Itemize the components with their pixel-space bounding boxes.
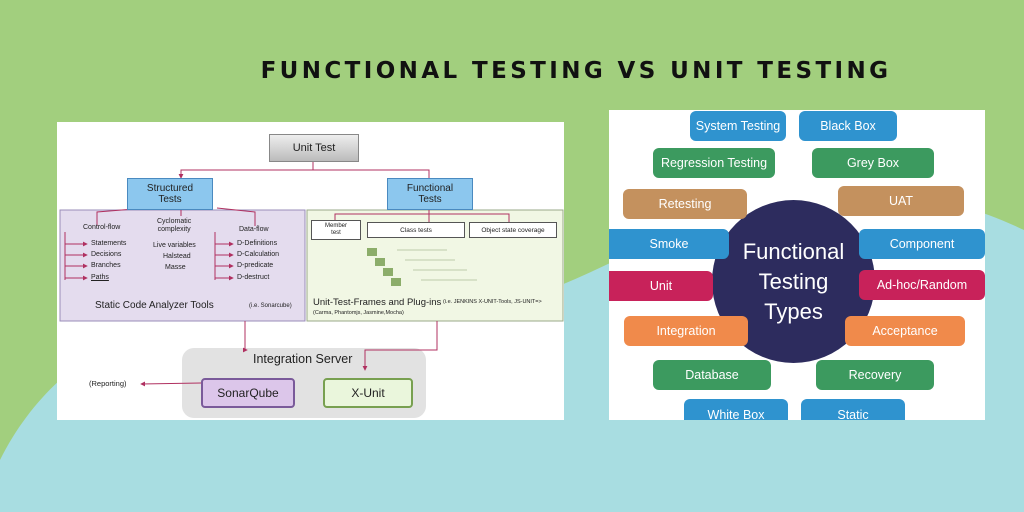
pill-static: Static <box>801 399 905 420</box>
control-flow-item: Statements <box>91 240 127 247</box>
unit-test-box: Unit Test <box>269 134 359 162</box>
object-state-box: Object state coverage <box>469 222 557 238</box>
pill-label: Static <box>837 408 869 420</box>
pill-label: Smoke <box>649 237 689 251</box>
structured-tests-label: Structured Tests <box>146 183 194 205</box>
pill-system-testing: System Testing <box>690 111 786 141</box>
pill-label: Integration <box>656 324 716 338</box>
pill-label: UAT <box>888 194 914 208</box>
pill-database: Database <box>653 360 771 390</box>
control-flow-label: Control-flow <box>83 224 121 231</box>
class-tests-label: Class tests <box>400 226 432 234</box>
pill-white-box: White Box <box>684 399 788 420</box>
pill-label: Acceptance <box>872 324 938 338</box>
xunit-box: X-Unit <box>323 378 413 408</box>
pill-recovery: Recovery <box>816 360 934 390</box>
pill-unit: Unit <box>609 271 713 301</box>
diagram-connectors <box>59 160 564 418</box>
static-tools-label: Static Code Analyzer Tools <box>95 300 214 311</box>
pill-label: Retesting <box>658 197 712 211</box>
functional-testing-types: Functional Testing Types System Testing … <box>609 110 985 420</box>
sonarqube-box: SonarQube <box>201 378 295 408</box>
data-flow-item: D-Definitions <box>237 240 278 247</box>
pill-retesting: Retesting <box>623 189 747 219</box>
control-flow-item: Branches <box>91 262 121 269</box>
frames-note: (i.e. JENKINS X-UNIT-Tools, JS-UNIT=> <box>443 299 542 305</box>
pill-label: Database <box>685 368 739 382</box>
pill-label: Ad-hoc/Random <box>876 278 968 292</box>
metric-item: Live variables <box>153 242 196 249</box>
data-flow-item: D-Calculation <box>237 251 280 258</box>
pill-label: Recovery <box>848 368 902 382</box>
pill-black-box: Black Box <box>799 111 897 141</box>
pill-label: Grey Box <box>846 156 900 170</box>
pill-ad-hoc-random: Ad-hoc/Random <box>859 270 985 300</box>
pill-label: System Testing <box>695 119 781 133</box>
member-test-label: Member test <box>324 223 347 236</box>
page-title: FUNCTIONAL TESTING VS UNIT TESTING <box>260 58 892 84</box>
pill-label: Unit <box>649 279 673 293</box>
frames-note-2: (Carma, Phantomjs, Jasmine,Mocha) <box>313 310 404 316</box>
functional-tests-label: Functional Tests <box>406 183 454 205</box>
pill-label: Regression Testing <box>660 156 768 170</box>
control-flow-item: Decisions <box>91 251 122 258</box>
pill-label: White Box <box>707 408 765 420</box>
static-tools-note: (i.e. Sonarcube) <box>249 303 292 309</box>
integration-server-label: Integration Server <box>253 352 353 366</box>
pill-label: Component <box>889 237 955 251</box>
pill-component: Component <box>859 229 985 259</box>
pill-regression-testing: Regression Testing <box>653 148 775 178</box>
object-state-label: Object state coverage <box>481 226 545 234</box>
static-tools-region <box>59 209 306 322</box>
xunit-label: X-Unit <box>351 386 385 400</box>
unit-test-diagram: Unit Test Structured Tests Functional Te… <box>57 122 564 420</box>
control-flow-item: Paths <box>91 274 109 281</box>
class-tests-box: Class tests <box>367 222 465 238</box>
unit-test-label: Unit Test <box>292 142 336 154</box>
pill-acceptance: Acceptance <box>845 316 965 346</box>
structured-tests-box: Structured Tests <box>127 178 213 210</box>
metric-item: Halstead <box>163 253 191 260</box>
data-flow-label: Data-flow <box>239 226 269 233</box>
pill-uat: UAT <box>838 186 964 216</box>
cyclomatic-label: Cyclomatic complexity <box>157 218 192 233</box>
metric-item: Masse <box>165 264 186 271</box>
pill-integration: Integration <box>624 316 748 346</box>
member-test-box: Member test <box>311 220 361 240</box>
functional-tests-box: Functional Tests <box>387 178 473 210</box>
frames-label: Unit-Test-Frames and Plug-ins <box>313 297 442 308</box>
sonarqube-label: SonarQube <box>217 386 279 400</box>
pill-label: Black Box <box>820 119 876 133</box>
pill-grey-box: Grey Box <box>812 148 934 178</box>
reporting-label: (Reporting) <box>89 379 127 388</box>
pill-smoke: Smoke <box>609 229 729 259</box>
functional-types-center-label: Functional Testing Types <box>742 238 845 324</box>
data-flow-item: D-destruct <box>237 274 270 281</box>
data-flow-item: D-predicate <box>237 262 274 269</box>
